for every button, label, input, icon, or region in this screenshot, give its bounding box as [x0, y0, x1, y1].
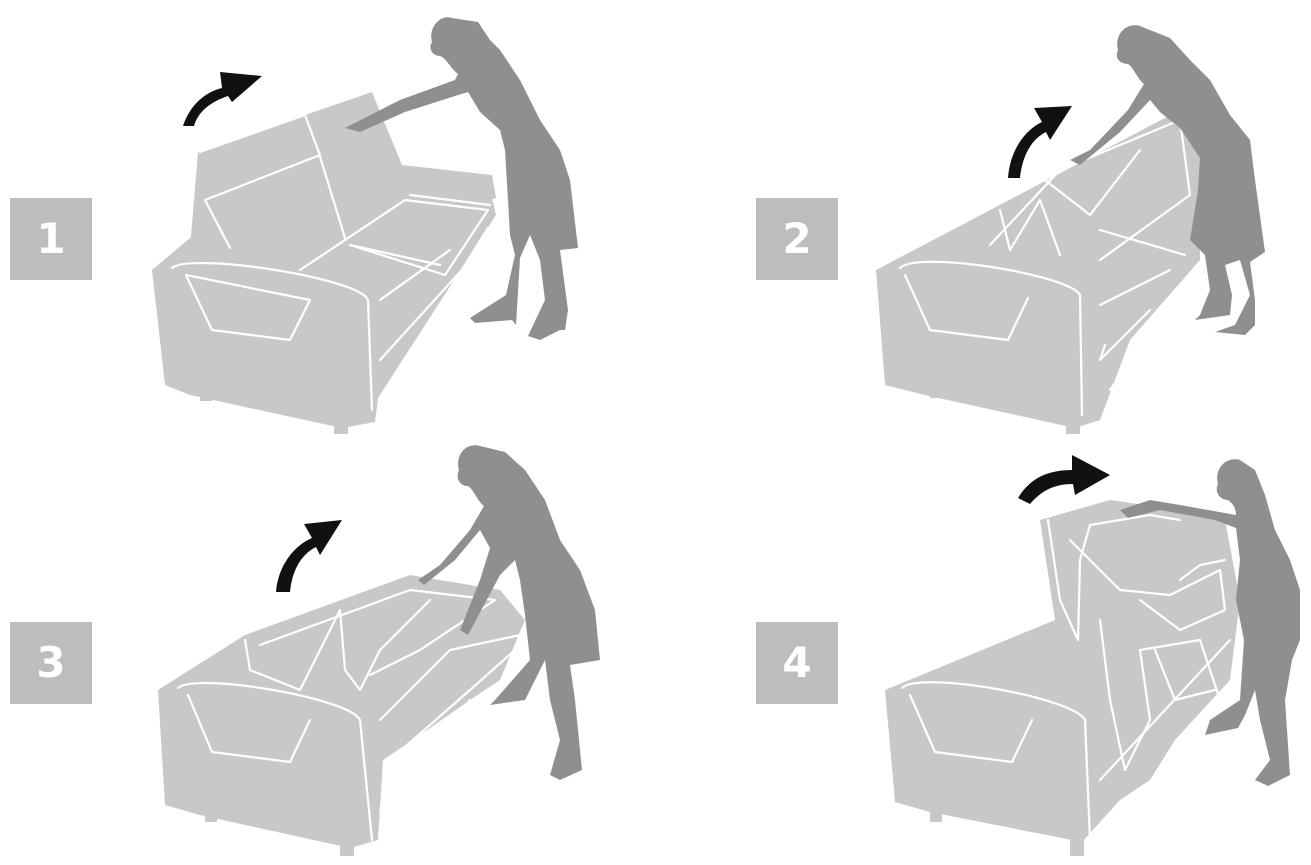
curved-arrow-icon-4 — [1018, 455, 1110, 504]
sofa-illustration-2 — [876, 110, 1200, 434]
curved-arrow-icon-2 — [1008, 106, 1072, 178]
sofa-illustration-4 — [885, 500, 1240, 856]
curved-arrow-icon-3 — [276, 520, 342, 592]
curved-arrow-icon-1 — [183, 72, 262, 126]
sofa-illustration-1 — [152, 92, 496, 434]
